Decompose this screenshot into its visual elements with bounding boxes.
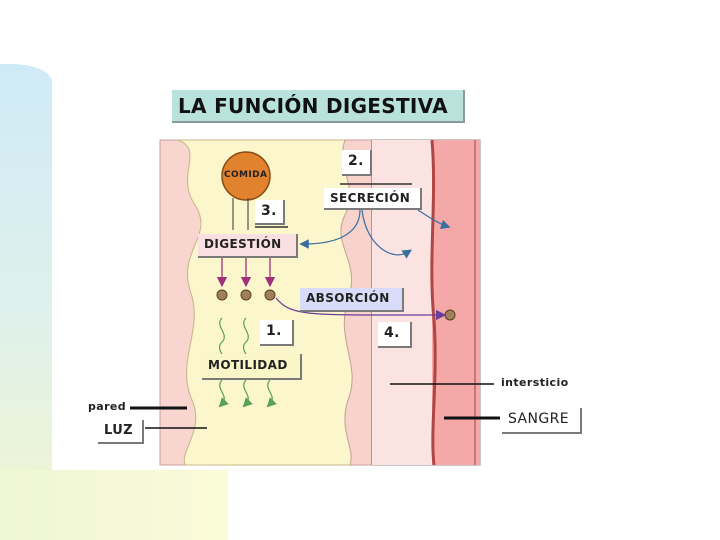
step-2-label: 2. <box>342 150 372 176</box>
secrecion-label: SECRECIÓN <box>324 188 422 210</box>
nutrient-particle-1 <box>216 289 228 301</box>
step-3-label: 3. <box>255 200 285 225</box>
motility-wave-5 <box>266 379 277 408</box>
blood-vessel <box>432 140 480 465</box>
sangre-label: SANGRE <box>502 408 582 434</box>
intersticio-label: intersticio <box>501 376 569 389</box>
secretion-arrow-left <box>299 209 361 249</box>
motility-wave-3 <box>218 379 229 408</box>
vessel-wall-left <box>430 139 437 466</box>
diagram-title-box: LA FUNCIÓN DIGESTIVA <box>172 90 465 123</box>
secretion-arrow-top <box>417 209 451 230</box>
absorcion-label: ABSORCIÓN <box>300 288 404 312</box>
pared-label: pared <box>88 400 127 413</box>
nutrient-particle-3 <box>264 289 276 301</box>
digestion-label: DIGESTIÓN <box>198 234 298 258</box>
secretion-arrow-right <box>361 209 413 259</box>
comida-label: COMIDA <box>224 170 268 180</box>
slide-background-band-left <box>0 64 52 540</box>
motilidad-label: MOTILIDAD <box>202 354 302 380</box>
diagram-title: LA FUNCIÓN DIGESTIVA <box>178 94 448 118</box>
absorbed-particle <box>444 309 456 321</box>
step-4-label: 4. <box>378 322 412 348</box>
slide-background-band-bottom <box>0 470 228 540</box>
motility-wave-4 <box>242 379 253 408</box>
absorption-arrow <box>275 297 447 321</box>
food-circle <box>221 151 271 201</box>
nutrient-particle-2 <box>240 289 252 301</box>
luz-label: LUZ <box>98 420 144 444</box>
step-1-label: 1. <box>260 320 294 346</box>
